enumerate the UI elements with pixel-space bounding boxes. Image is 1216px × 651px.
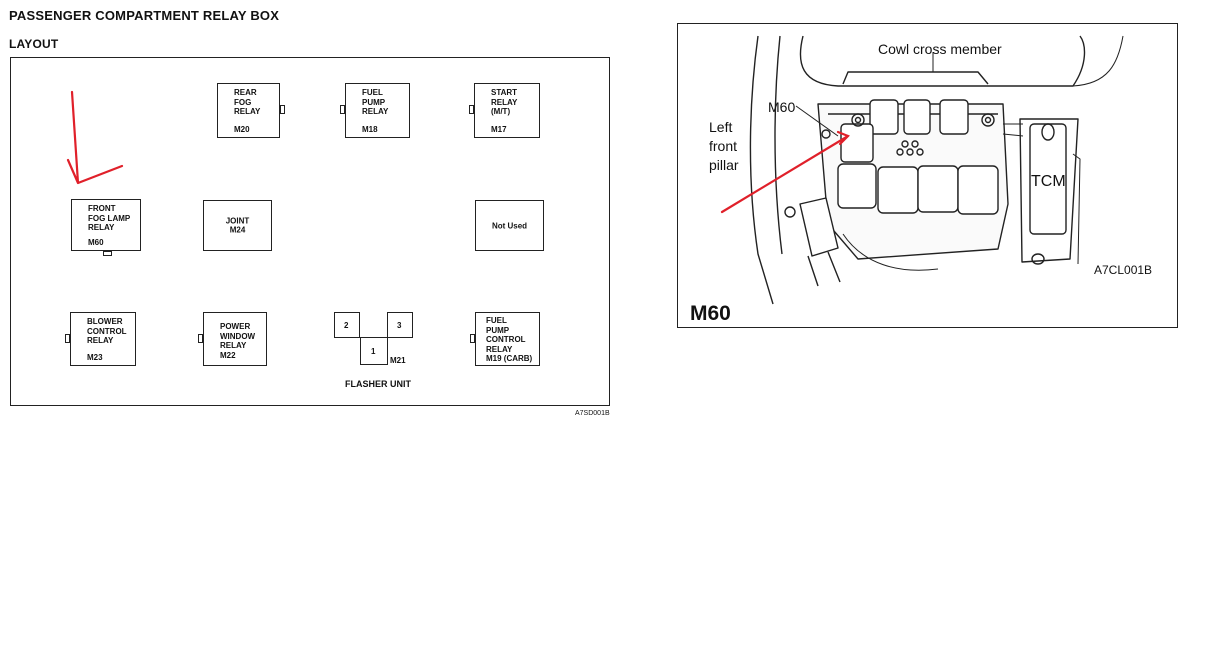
flasher-unit-label: FLASHER UNIT [345,379,411,389]
relay-not-used: Not Used [475,200,544,251]
relay-terminal-tab [340,105,345,114]
relay-box-frame [10,57,610,406]
relay-blower-control-label: BLOWER CONTROL RELAY [87,317,127,345]
flasher-terminal-2: 2 [334,312,360,338]
relay-start-code: M17 [491,124,507,134]
flasher-terminal-1-label: 1 [371,347,376,356]
relay-blower-control: BLOWER CONTROL RELAY M23 [70,312,136,366]
relay-power-window: POWER WINDOW RELAY M22 [203,312,267,366]
joint-connector: JOINT M24 [203,200,272,251]
flasher-terminal-2-label: 2 [344,321,349,330]
flasher-terminal-1: 1 [360,337,388,365]
relay-start: START RELAY (M/T) M17 [474,83,540,138]
relay-terminal-tab [198,334,203,343]
relay-terminal-tab [470,334,475,343]
flasher-terminal-3-label: 3 [397,321,402,330]
relay-fuel-pump-control-label: FUEL PUMP CONTROL RELAY M19 (CARB) [486,316,533,363]
layout-subtitle: LAYOUT [9,37,59,51]
relay-front-fog-lamp: FRONT FOG LAMP RELAY M60 [71,199,141,251]
diagram-title: PASSENGER COMPARTMENT RELAY BOX [9,8,280,23]
relay-fuel-pump: FUEL PUMP RELAY M18 [345,83,410,138]
relay-rear-fog-code: M20 [234,124,250,134]
relay-location-illustration [720,35,1124,305]
relay-fuel-pump-code: M18 [362,124,378,134]
relay-fuel-pump-label: FUEL PUMP RELAY [362,88,389,116]
cowl-cross-member-label: Cowl cross member [878,41,1002,57]
tcm-label: TCM [1031,173,1066,190]
relay-fuel-pump-control: FUEL PUMP CONTROL RELAY M19 (CARB) [475,312,540,366]
right-figure-code: A7CL001B [1094,263,1153,277]
relay-rear-fog-label: REAR FOG RELAY [234,88,261,116]
left-front-pillar-label: Left front pillar [709,119,739,173]
relay-front-fog-lamp-label: FRONT FOG LAMP RELAY [88,204,131,232]
annotation-arrow [66,90,124,185]
relay-start-label: START RELAY (M/T) [491,88,518,116]
relay-terminal-tab [469,105,474,114]
relay-terminal-tab [280,105,285,114]
relay-blower-control-code: M23 [87,352,103,362]
flasher-code: M21 [390,356,406,365]
photo-caption: M60 [690,302,731,325]
relay-rear-fog: REAR FOG RELAY M20 [217,83,280,138]
photo-frame [677,23,1178,328]
relay-not-used-label: Not Used [491,220,528,230]
relay-terminal-tab [103,251,112,256]
relay-terminal-tab [65,334,70,343]
joint-connector-label: JOINT M24 [225,216,250,235]
relay-front-fog-lamp-code: M60 [88,237,104,247]
m60-pointer-label: M60 [768,99,796,115]
left-figure-code: A7SD001B [575,410,610,417]
flasher-terminal-3: 3 [387,312,413,338]
relay-power-window-label: POWER WINDOW RELAY M22 [220,322,256,360]
